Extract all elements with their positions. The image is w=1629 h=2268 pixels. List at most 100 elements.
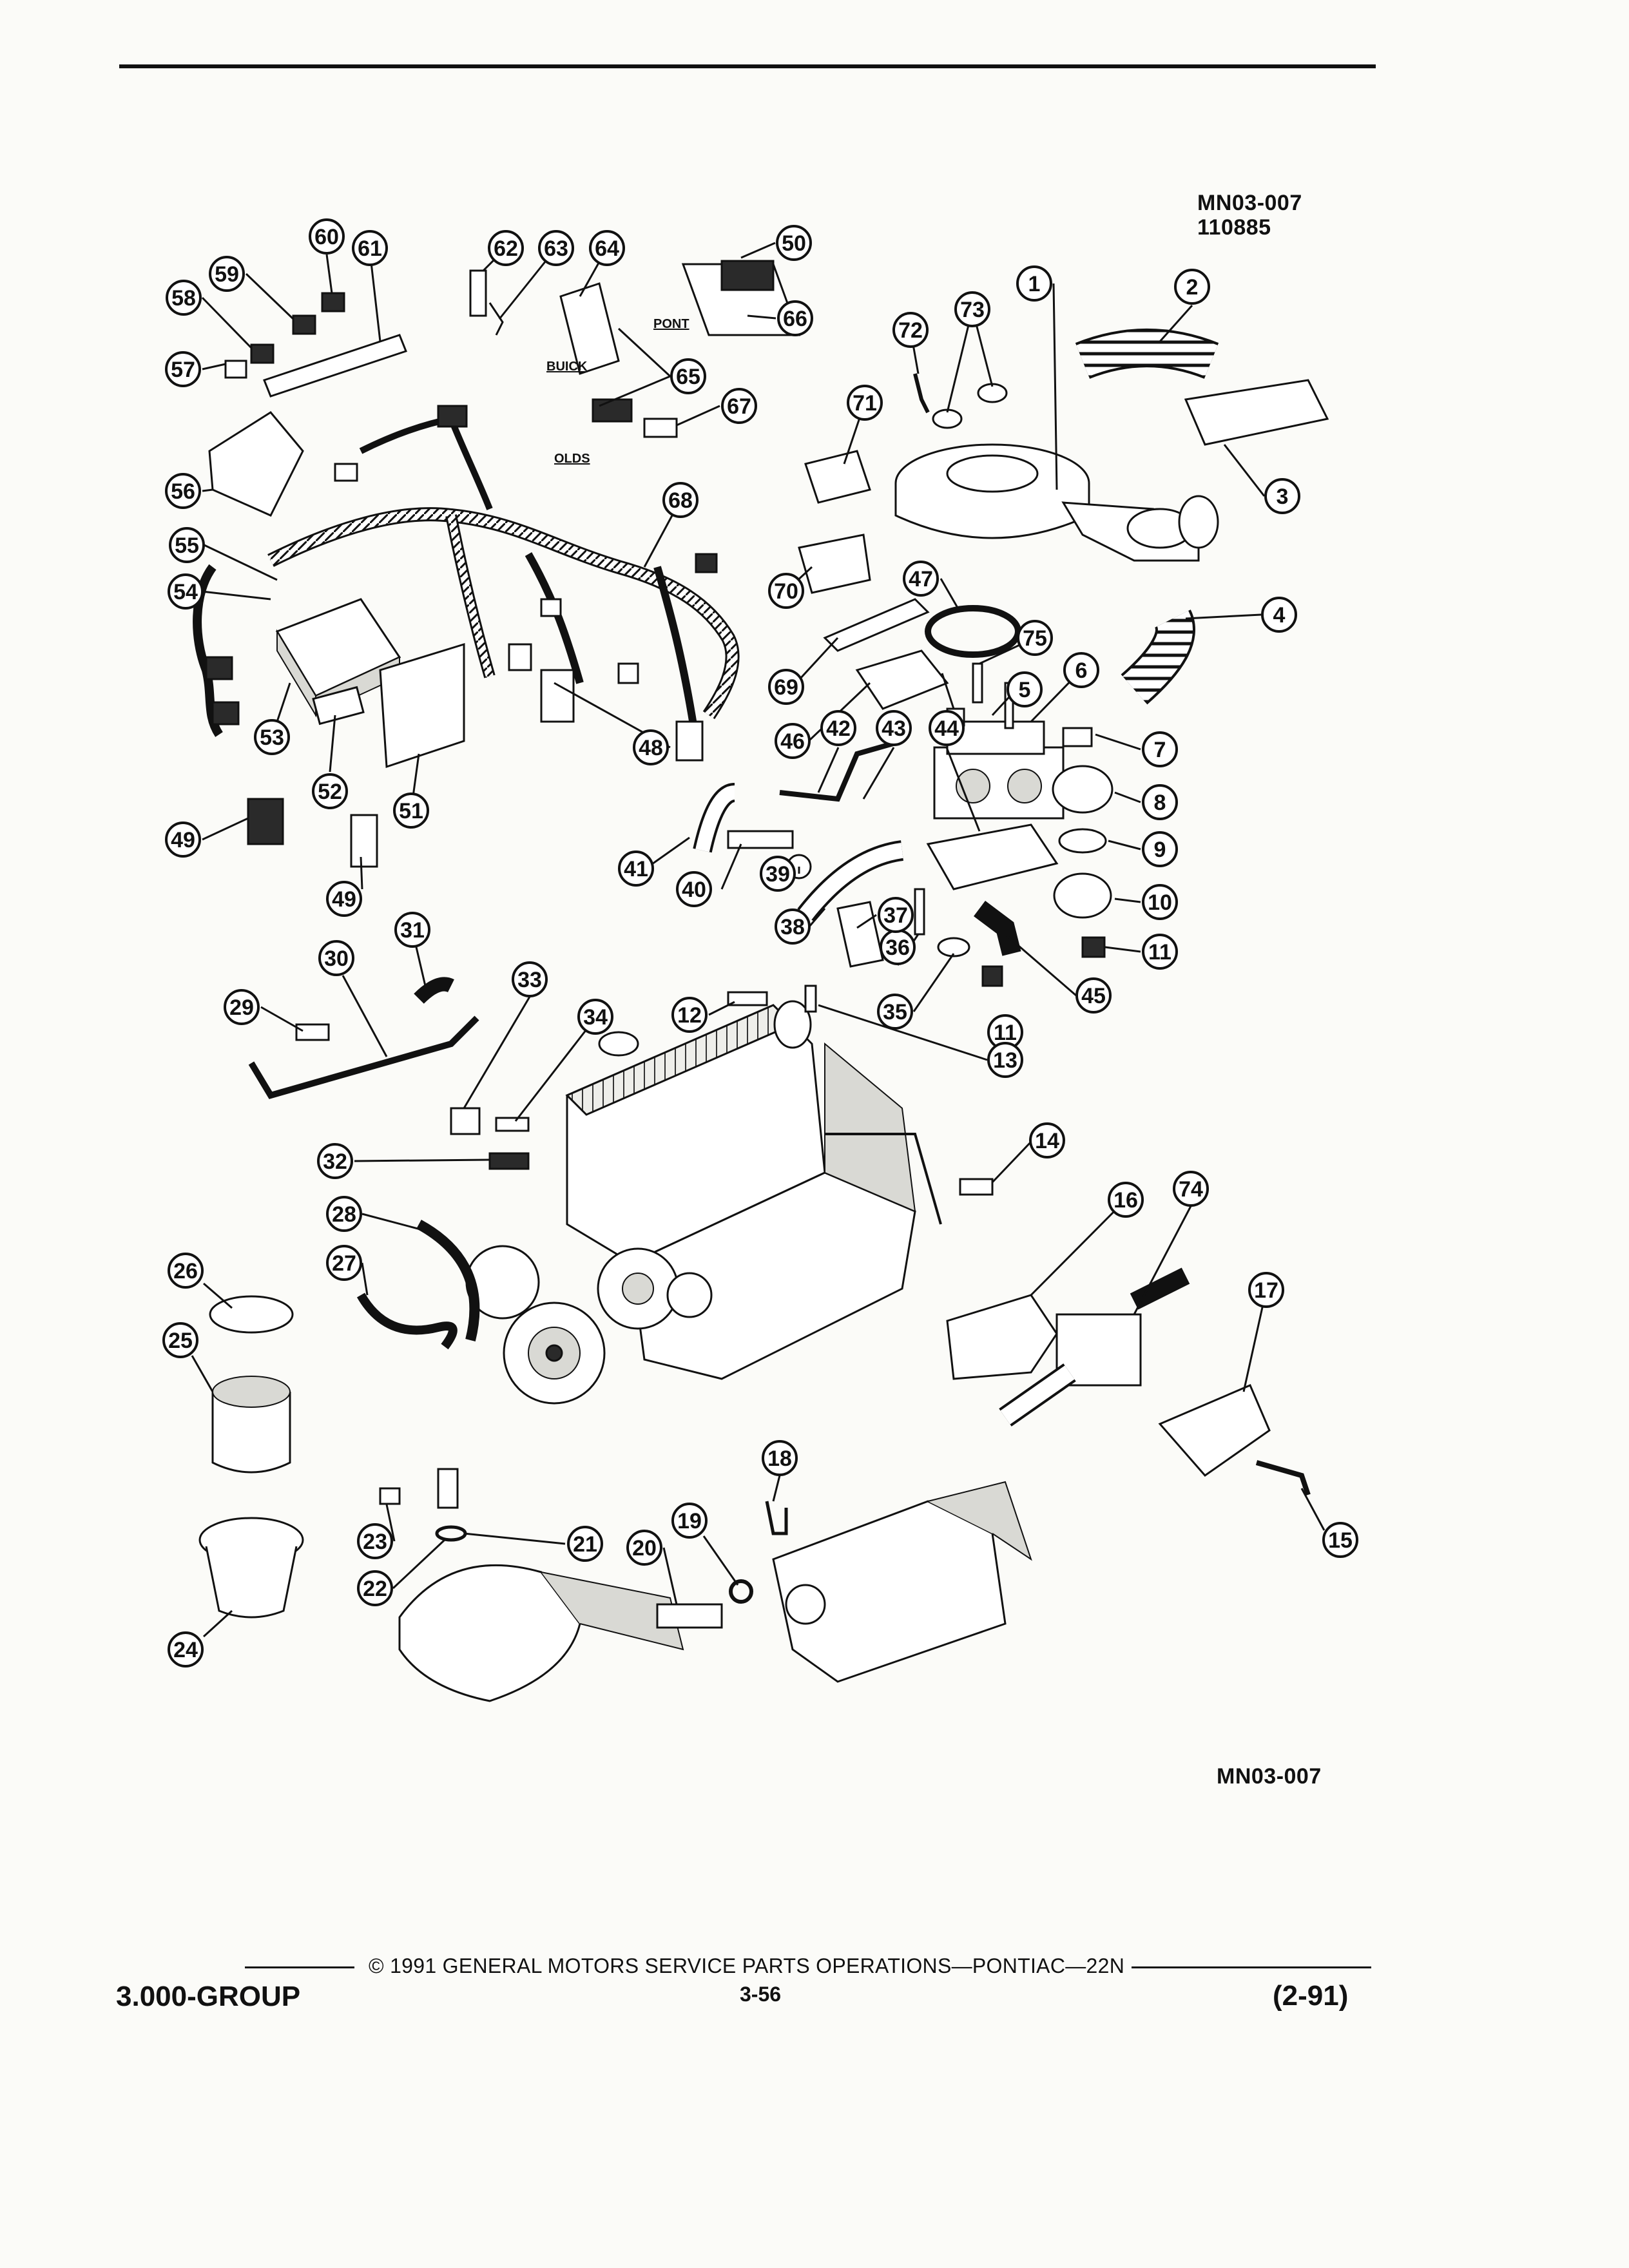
bracket-68-part <box>823 598 930 652</box>
pipe-30-part <box>248 1015 479 1099</box>
callout-number: 43 <box>882 716 906 741</box>
bracket-69-part <box>798 533 871 594</box>
prom-cover-part <box>312 686 365 726</box>
sensor-48-part <box>350 814 378 868</box>
callout-49: 49 <box>326 881 362 917</box>
callout-40: 40 <box>676 871 712 907</box>
callout-circle <box>777 300 813 336</box>
callout-37: 37 <box>878 897 914 933</box>
callout-36: 36 <box>880 929 916 965</box>
callout-number: 70 <box>774 579 798 604</box>
callout-number: 60 <box>314 225 339 249</box>
callout-number: 41 <box>624 857 648 881</box>
callout-circle <box>760 856 796 892</box>
gasket-16-part <box>946 1294 1058 1380</box>
callout-8: 8 <box>1142 784 1178 820</box>
callout-number: 19 <box>677 1509 702 1533</box>
callout-5: 5 <box>1007 671 1043 707</box>
sensor-40-part <box>727 830 794 849</box>
callout-circle <box>394 912 430 948</box>
callout-circle <box>762 1440 798 1476</box>
callout-circle <box>877 994 913 1030</box>
callout-number: 7 <box>1154 738 1166 762</box>
bolt-74-part <box>972 662 983 704</box>
callout-number: 73 <box>960 298 985 322</box>
stud-36-part <box>914 888 925 936</box>
callout-circle <box>1007 671 1043 707</box>
callout-17: 17 <box>1248 1272 1284 1308</box>
callout-53: 53 <box>254 719 290 755</box>
callout-number: 10 <box>1148 890 1172 915</box>
callout-number: 46 <box>780 729 805 754</box>
callout-number: 27 <box>332 1251 356 1276</box>
callout-circle <box>312 773 348 809</box>
callout-circle <box>1063 652 1099 688</box>
callout-circle <box>776 225 812 261</box>
engine-block-part <box>465 1000 942 1405</box>
plug-11b-part <box>1081 936 1106 958</box>
callout-26: 26 <box>168 1253 204 1289</box>
callout-number: 67 <box>727 394 751 419</box>
callout-number: 32 <box>323 1149 347 1174</box>
callout-number: 39 <box>766 862 790 887</box>
ecm-module-part <box>275 598 401 718</box>
variant-label-olds: OLDS <box>554 452 590 466</box>
callout-number: 69 <box>774 675 798 700</box>
callout-50: 50 <box>776 225 812 261</box>
callout-circle <box>670 358 706 394</box>
callout-circle <box>326 1245 362 1281</box>
callout-circle <box>1029 1122 1065 1158</box>
callout-number: 12 <box>677 1003 702 1028</box>
callout-number: 28 <box>332 1202 356 1227</box>
callout-circle <box>165 473 201 509</box>
callout-number: 72 <box>898 318 923 343</box>
callout-56: 56 <box>165 473 201 509</box>
callout-2: 2 <box>1174 269 1210 305</box>
callout-circle <box>1142 731 1178 767</box>
callout-circle <box>352 230 388 266</box>
o-ring-21-part <box>435 1525 467 1542</box>
callout-16: 16 <box>1108 1182 1144 1218</box>
callout-number: 11 <box>994 1021 1017 1045</box>
callout-number: 57 <box>171 358 195 382</box>
callout-circle <box>357 1523 393 1559</box>
clip-18-part <box>765 1501 788 1535</box>
callout-circle <box>1017 620 1053 656</box>
callout-13: 13 <box>987 1042 1023 1078</box>
callout-circle <box>671 997 708 1033</box>
callout-6: 6 <box>1063 652 1099 688</box>
callout-number: 52 <box>318 780 342 804</box>
callout-number: 55 <box>175 533 199 558</box>
callout-circle <box>618 850 654 887</box>
callout-circle <box>1142 884 1178 920</box>
egr-valve-8-part <box>1052 765 1113 814</box>
callout-circle <box>538 230 574 266</box>
variant-label-pont: PONT <box>653 317 689 331</box>
plug-11-part <box>981 965 1003 987</box>
callout-circle <box>775 908 811 945</box>
harness-cover-part <box>208 411 304 517</box>
callout-27: 27 <box>326 1245 362 1281</box>
callout-72: 72 <box>892 312 929 348</box>
callout-42: 42 <box>820 710 856 746</box>
callout-67: 67 <box>721 388 757 424</box>
footer-rule-right <box>1132 1966 1371 1968</box>
callout-75: 75 <box>1017 620 1053 656</box>
callout-number: 25 <box>168 1329 193 1353</box>
callout-15: 15 <box>1322 1522 1358 1558</box>
filter-housing-part <box>198 1517 304 1619</box>
callout-circle <box>326 881 362 917</box>
callout-20: 20 <box>626 1530 662 1566</box>
callout-circle <box>318 940 354 976</box>
callout-circle <box>1142 934 1178 970</box>
callout-number: 40 <box>682 878 706 902</box>
callout-25: 25 <box>162 1322 198 1358</box>
callout-circle <box>512 961 548 997</box>
callout-22: 22 <box>357 1570 393 1606</box>
callout-circle <box>488 230 524 266</box>
callout-number: 3 <box>1277 485 1289 509</box>
callout-30: 30 <box>318 940 354 976</box>
callout-circle <box>326 1196 362 1232</box>
callout-number: 58 <box>171 286 196 311</box>
